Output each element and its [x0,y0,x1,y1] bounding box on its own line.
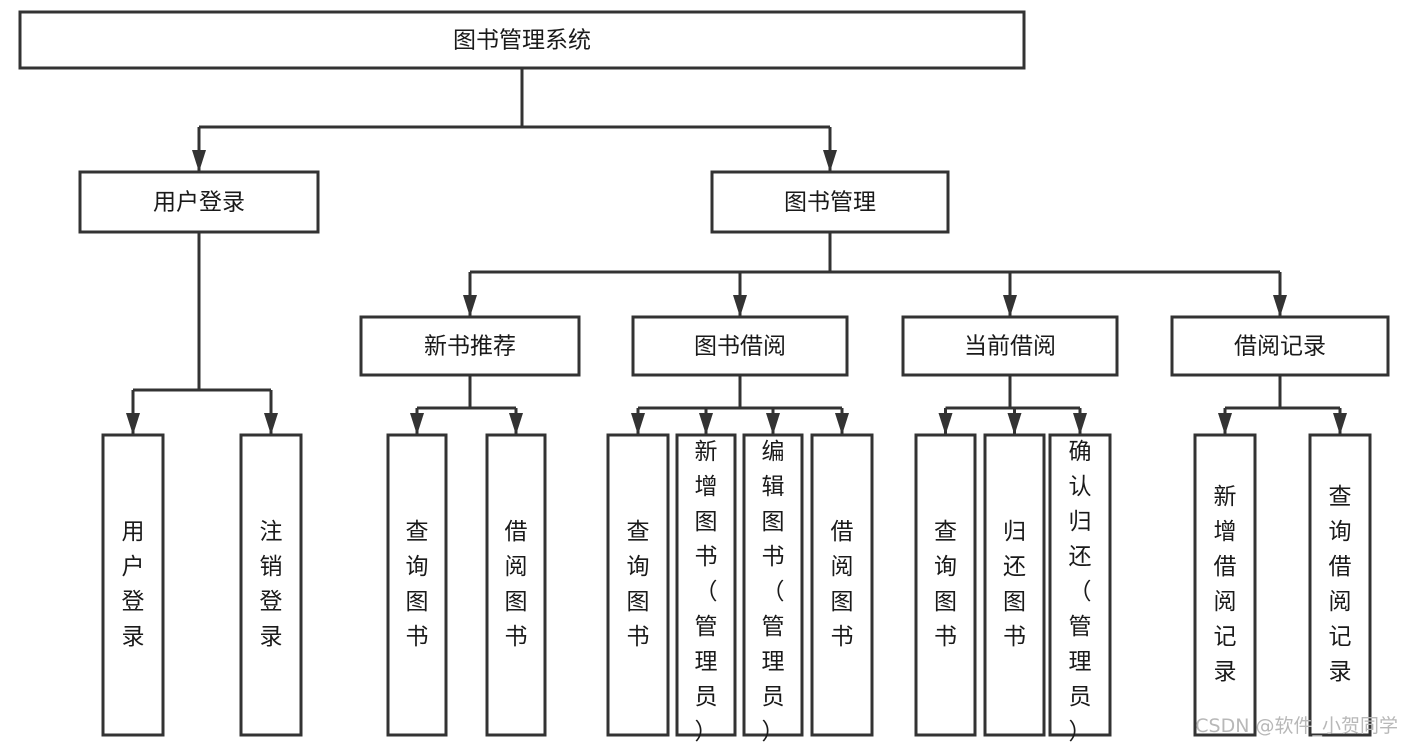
node-label-leaf-add-borrow-record: 新增借阅记录 [1214,484,1237,685]
node-box-leaf-query-book-recommend[interactable] [386,433,448,737]
node-label-book-borrow: 图书借阅 [694,334,786,360]
node-label-leaf-borrow-book: 借阅图书 [831,519,854,650]
node-box-leaf-user-login[interactable] [101,433,165,737]
node-leaf-add-borrow-record[interactable]: 新增借阅记录 [1193,433,1257,737]
node-leaf-query-book-borrow[interactable]: 查询图书 [606,433,670,737]
node-label-leaf-query-book-current: 查询图书 [934,519,957,650]
node-box-leaf-edit-book[interactable] [742,433,804,737]
arrow-head-icon-leaf-logout [264,413,278,435]
node-box-leaf-query-book-current[interactable] [914,433,977,737]
node-box-leaf-confirm-return[interactable] [1048,433,1112,737]
node-leaf-confirm-return[interactable]: 确认归还（管理员） [1048,433,1112,745]
csdn-watermark: CSDN @软件_小贺同学 [1195,715,1398,737]
node-box-root[interactable] [18,10,1026,70]
node-label-leaf-borrow-book-recommend: 借阅图书 [505,519,528,650]
node-box-book-management[interactable] [710,170,950,234]
node-label-leaf-confirm-return: 确认归还（管理员） [1069,439,1092,745]
node-box-new-book-recommend[interactable] [359,315,581,377]
node-user-login[interactable]: 用户登录 [78,170,320,234]
node-label-book-management: 图书管理 [784,190,876,216]
arrow-head-icon-current-borrow [1003,295,1017,317]
node-leaf-add-book[interactable]: 新增图书（管理员） [675,433,737,745]
node-leaf-logout[interactable]: 注销登录 [239,433,303,737]
node-new-book-recommend[interactable]: 新书推荐 [359,315,581,377]
node-leaf-borrow-book-recommend[interactable]: 借阅图书 [485,433,547,737]
node-box-leaf-query-book-borrow[interactable] [606,433,670,737]
node-root[interactable]: 图书管理系统 [18,10,1026,70]
arrow-head-icon-leaf-borrow-book-recommend [509,413,523,435]
node-borrow-records[interactable]: 借阅记录 [1170,315,1390,377]
node-label-leaf-query-book-borrow: 查询图书 [627,519,650,650]
node-label-leaf-return-book: 归还图书 [1003,519,1026,650]
arrow-head-icon-borrow-records [1273,295,1287,317]
node-box-book-borrow[interactable] [631,315,849,377]
arrow-head-icon-leaf-add-borrow-record [1218,413,1232,435]
arrow-head-icon-leaf-query-borrow-record [1333,413,1347,435]
node-box-borrow-records[interactable] [1170,315,1390,377]
node-leaf-query-book-current[interactable]: 查询图书 [914,433,977,737]
arrow-head-icon-new-book-recommend [463,295,477,317]
node-leaf-query-book-recommend[interactable]: 查询图书 [386,433,448,737]
node-leaf-query-borrow-record[interactable]: 查询借阅记录 [1308,433,1372,737]
node-box-leaf-borrow-book[interactable] [810,433,874,737]
node-label-leaf-add-book: 新增图书（管理员） [695,439,718,745]
node-box-leaf-return-book[interactable] [983,433,1046,737]
node-label-leaf-query-book-recommend: 查询图书 [406,519,429,650]
node-current-borrow[interactable]: 当前借阅 [901,315,1119,377]
arrow-head-icon-user-login [192,150,206,172]
node-label-leaf-query-borrow-record: 查询借阅记录 [1329,484,1352,685]
arrow-head-icon-book-management [823,150,837,172]
arrow-head-icon-leaf-edit-book [766,413,780,435]
node-leaf-borrow-book[interactable]: 借阅图书 [810,433,874,737]
node-box-leaf-query-borrow-record[interactable] [1308,433,1372,737]
arrow-head-icon-leaf-user-login [126,413,140,435]
node-leaf-edit-book[interactable]: 编辑图书（管理员） [742,433,804,745]
node-box-leaf-borrow-book-recommend[interactable] [485,433,547,737]
node-label-new-book-recommend: 新书推荐 [424,334,516,360]
arrow-head-icon-leaf-borrow-book [835,413,849,435]
arrow-head-icon-leaf-query-book-borrow [631,413,645,435]
node-label-borrow-records: 借阅记录 [1234,334,1326,360]
node-box-current-borrow[interactable] [901,315,1119,377]
node-book-borrow[interactable]: 图书借阅 [631,315,849,377]
connectors-layer [126,68,1347,435]
node-box-leaf-add-borrow-record[interactable] [1193,433,1257,737]
node-label-leaf-user-login: 用户登录 [122,519,145,650]
nodes-layer: 图书管理系统用户登录图书管理新书推荐图书借阅当前借阅借阅记录用户登录注销登录查询… [18,10,1390,745]
arrow-head-icon-leaf-add-book [699,413,713,435]
arrow-head-icon-leaf-return-book [1007,413,1022,435]
node-leaf-return-book[interactable]: 归还图书 [983,433,1046,737]
node-book-management[interactable]: 图书管理 [710,170,950,234]
node-label-leaf-logout: 注销登录 [260,519,283,650]
node-leaf-user-login[interactable]: 用户登录 [101,433,165,737]
arrow-head-icon-book-borrow [733,295,747,317]
node-label-leaf-edit-book: 编辑图书（管理员） [762,439,785,745]
node-box-user-login[interactable] [78,170,320,234]
node-label-current-borrow: 当前借阅 [964,334,1056,360]
node-box-leaf-add-book[interactable] [675,433,737,737]
node-box-leaf-logout[interactable] [239,433,303,737]
arrow-head-icon-leaf-query-book-recommend [410,413,424,435]
node-label-root: 图书管理系统 [453,28,591,54]
arrow-head-icon-leaf-confirm-return [1073,413,1087,435]
arrow-head-icon-leaf-query-book-current [938,413,953,435]
node-label-user-login: 用户登录 [153,190,245,216]
